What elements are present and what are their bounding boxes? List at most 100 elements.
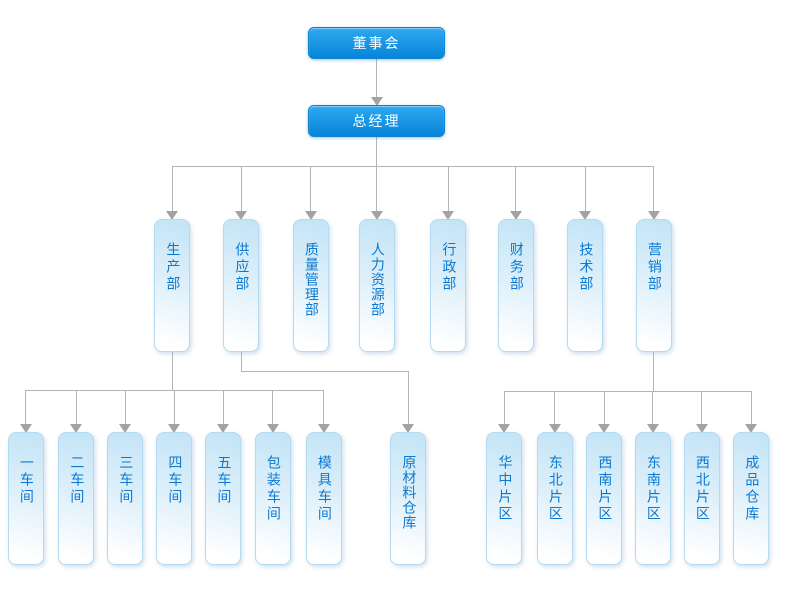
connector-line xyxy=(240,166,242,211)
connector-line xyxy=(376,166,377,211)
connector-line xyxy=(447,166,449,211)
connector-line xyxy=(25,390,26,424)
org-node-label: 财务部 xyxy=(507,242,524,293)
arrow-down-icon xyxy=(548,424,561,433)
org-node-label: 模具车间 xyxy=(315,455,332,523)
org-node-workshop-1[interactable]: 一车间 xyxy=(7,432,44,565)
org-node-label: 供应部 xyxy=(233,242,250,293)
connector-line xyxy=(171,166,173,211)
org-node-dongbei-region[interactable]: 东北片区 xyxy=(536,432,573,565)
arrow-down-icon xyxy=(598,424,610,433)
connector-line xyxy=(554,391,555,424)
connector-line xyxy=(75,390,77,424)
org-node-label: 包装车间 xyxy=(264,455,281,523)
org-node-label: 人力资源部 xyxy=(368,242,385,317)
org-node-board[interactable]: 董事会 xyxy=(308,27,445,59)
org-node-dongnan-region[interactable]: 东南片区 xyxy=(634,432,671,565)
org-node-label: 三车间 xyxy=(117,455,134,506)
org-node-supply[interactable]: 供应部 xyxy=(223,219,259,352)
connector-line xyxy=(701,391,702,424)
org-node-hr[interactable]: 人力资源部 xyxy=(358,219,395,352)
connector-line xyxy=(603,391,605,424)
arrow-down-icon xyxy=(647,211,660,220)
connector-line xyxy=(653,352,654,391)
arrow-down-icon xyxy=(442,211,454,220)
connector-line xyxy=(376,80,377,97)
org-node-label: 技术部 xyxy=(577,242,594,293)
org-node-label: 总经理 xyxy=(352,114,401,130)
connector-line xyxy=(310,166,311,211)
arrow-down-icon xyxy=(745,424,757,433)
connector-line xyxy=(172,165,654,167)
connector-line xyxy=(25,389,324,391)
arrow-down-icon xyxy=(266,424,279,433)
org-node-label: 二车间 xyxy=(68,455,85,506)
arrow-down-icon xyxy=(509,211,522,220)
connector-line xyxy=(503,391,505,424)
org-node-xibei-region[interactable]: 西北片区 xyxy=(683,432,720,565)
connector-line xyxy=(376,137,377,166)
org-node-finance[interactable]: 财务部 xyxy=(497,219,534,352)
arrow-down-icon xyxy=(317,424,330,433)
org-node-label: 东北片区 xyxy=(546,455,563,523)
arrow-down-icon xyxy=(695,424,708,433)
connector-line xyxy=(272,390,273,424)
arrow-down-icon xyxy=(402,424,414,433)
connector-line xyxy=(504,390,751,392)
org-node-xinan-region[interactable]: 西南片区 xyxy=(586,432,622,565)
org-node-mold-workshop[interactable]: 模具车间 xyxy=(305,432,342,565)
org-node-label: 西北片区 xyxy=(693,455,710,523)
connector-line xyxy=(750,391,752,424)
arrow-down-icon xyxy=(370,211,383,220)
org-node-label: 行政部 xyxy=(440,242,457,293)
org-node-finished-goods-warehouse[interactable]: 成品仓库 xyxy=(733,432,769,565)
arrow-down-icon xyxy=(579,211,591,220)
connector-line xyxy=(124,390,126,424)
connector-line xyxy=(171,352,173,390)
org-node-raw-material-warehouse[interactable]: 原材料仓库 xyxy=(390,432,426,565)
connector-line xyxy=(652,391,653,424)
connector-line xyxy=(241,370,408,372)
arrow-down-icon xyxy=(166,211,178,220)
org-node-label: 董事会 xyxy=(352,36,401,52)
org-node-label: 东南片区 xyxy=(644,455,661,523)
connector-line xyxy=(515,166,516,211)
arrow-down-icon xyxy=(498,424,510,433)
org-node-label: 四车间 xyxy=(166,455,183,506)
org-node-workshop-3[interactable]: 三车间 xyxy=(107,432,143,565)
org-node-workshop-4[interactable]: 四车间 xyxy=(156,432,192,565)
arrow-down-icon xyxy=(19,424,32,433)
org-node-label: 营销部 xyxy=(645,242,662,293)
connector-line xyxy=(240,352,242,371)
connector-line xyxy=(653,166,654,211)
connector-line xyxy=(407,371,409,424)
org-node-label: 五车间 xyxy=(215,455,232,506)
org-node-label: 原材料仓库 xyxy=(400,455,417,530)
org-node-huazhong-region[interactable]: 华中片区 xyxy=(486,432,522,565)
org-node-label: 一车间 xyxy=(17,455,34,506)
org-node-workshop-2[interactable]: 二车间 xyxy=(58,432,94,565)
org-node-label: 华中片区 xyxy=(496,455,513,523)
connector-line xyxy=(584,166,586,211)
arrow-down-icon xyxy=(235,211,247,220)
org-node-production[interactable]: 生产部 xyxy=(154,219,190,352)
arrow-down-icon xyxy=(217,424,229,433)
org-node-label: 生产部 xyxy=(164,242,181,293)
org-node-admin[interactable]: 行政部 xyxy=(430,219,466,352)
org-node-marketing[interactable]: 营销部 xyxy=(635,219,672,352)
org-node-workshop-5[interactable]: 五车间 xyxy=(205,432,241,565)
org-node-gm[interactable]: 总经理 xyxy=(308,105,445,137)
org-node-tech[interactable]: 技术部 xyxy=(567,219,603,352)
org-node-label: 质量管理部 xyxy=(302,242,319,317)
arrow-down-icon xyxy=(304,211,317,220)
connector-line xyxy=(173,390,175,424)
arrow-down-icon xyxy=(168,424,180,433)
connector-line xyxy=(376,59,377,80)
org-node-packing-workshop[interactable]: 包装车间 xyxy=(254,432,291,565)
arrow-down-icon xyxy=(119,424,131,433)
arrow-down-icon xyxy=(70,424,82,433)
org-node-quality[interactable]: 质量管理部 xyxy=(292,219,329,352)
connector-line xyxy=(222,390,224,424)
arrow-down-icon xyxy=(370,97,383,106)
